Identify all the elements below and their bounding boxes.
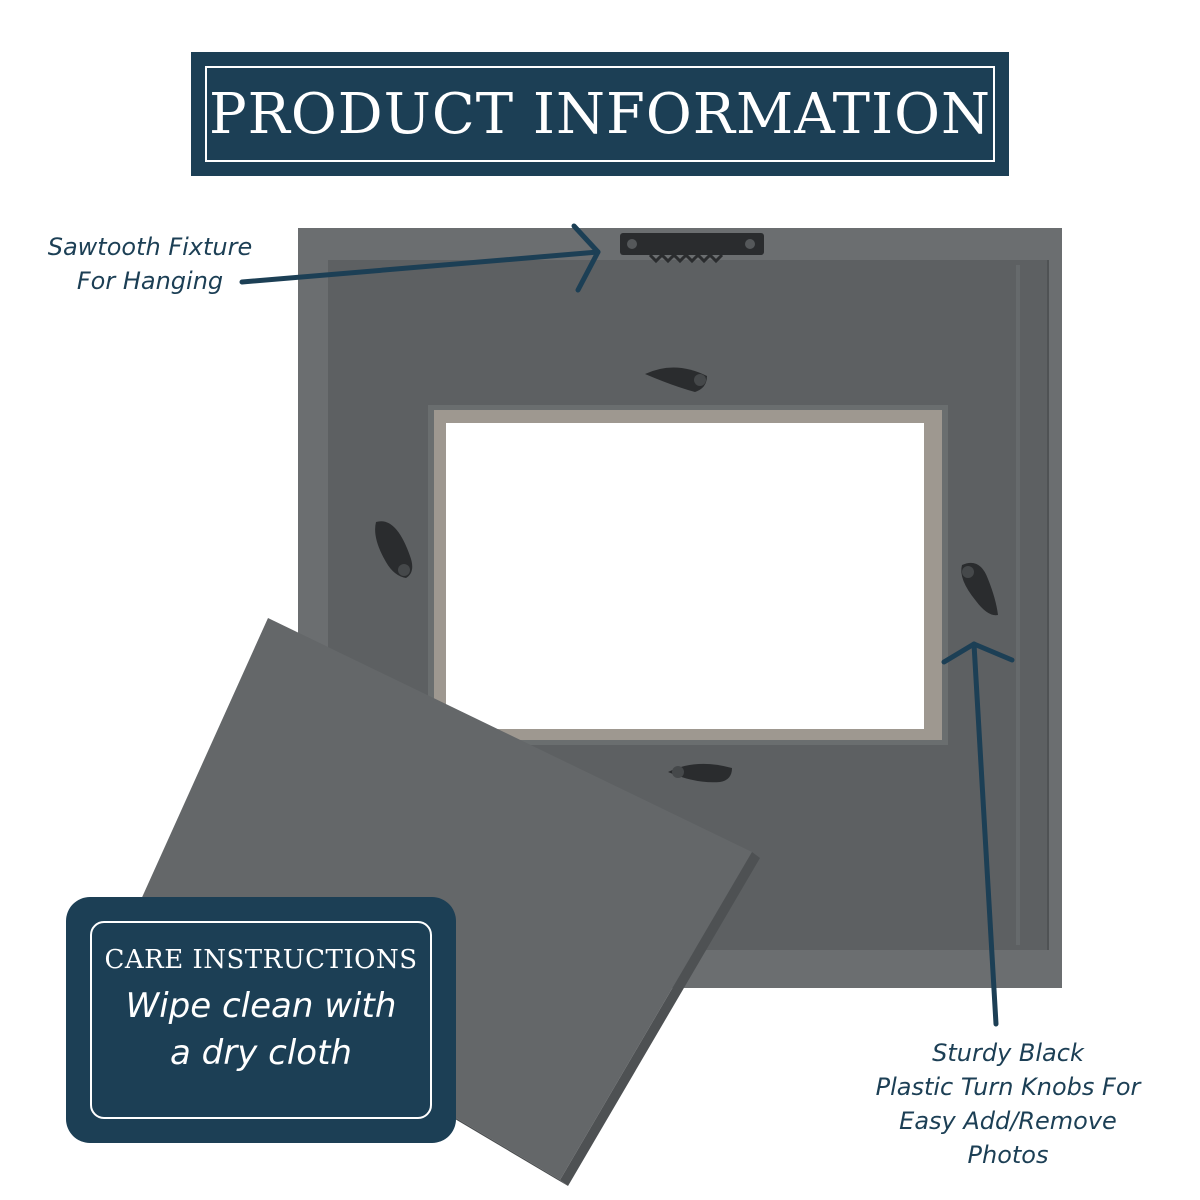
callout-line: Photos — [967, 1141, 1049, 1169]
turn-knob-icon — [668, 763, 732, 783]
title-frame: PRODUCT INFORMATION — [205, 66, 995, 162]
turn-knob-icon — [961, 562, 998, 616]
care-instructions-card: CARE INSTRUCTIONS Wipe clean with a dry … — [66, 897, 456, 1143]
care-heading: CARE INSTRUCTIONS — [104, 945, 418, 975]
care-line: a dry cloth — [170, 1033, 352, 1073]
page-title: PRODUCT INFORMATION — [209, 81, 991, 147]
callout-line: Sturdy Black — [932, 1039, 1084, 1067]
sawtooth-callout: Sawtooth Fixture For Hanging — [40, 230, 260, 298]
care-text: Wipe clean with a dry cloth — [126, 983, 397, 1077]
sawtooth-hanger-icon — [620, 233, 764, 264]
title-banner: PRODUCT INFORMATION — [191, 52, 1009, 176]
callout-line: Plastic Turn Knobs For — [875, 1073, 1141, 1101]
turn-knob-icon — [645, 367, 707, 392]
knobs-callout: Sturdy Black Plastic Turn Knobs For Easy… — [868, 1036, 1148, 1172]
turn-knob-icon — [375, 521, 413, 578]
callout-line: Sawtooth Fixture — [47, 233, 253, 261]
care-frame: CARE INSTRUCTIONS Wipe clean with a dry … — [90, 921, 432, 1119]
care-line: Wipe clean with — [125, 986, 397, 1026]
knobs-arrow — [941, 641, 1015, 1027]
callout-line: Easy Add/Remove — [899, 1107, 1117, 1135]
callout-line: For Hanging — [76, 267, 224, 295]
photo-window — [446, 423, 924, 729]
sawtooth-arrow — [239, 223, 601, 293]
